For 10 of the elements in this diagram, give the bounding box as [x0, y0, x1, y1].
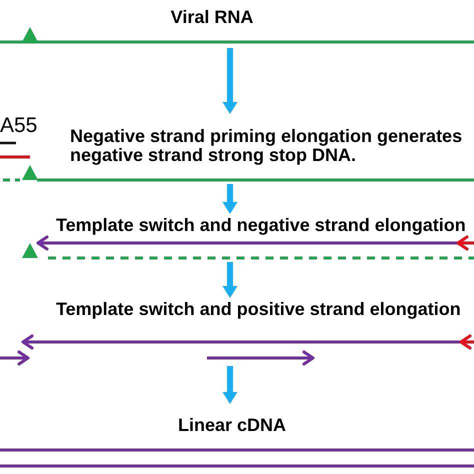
step-text: Linear cDNA: [178, 416, 286, 435]
step-text: Template switch and positive strand elongation: [56, 300, 461, 319]
step-text: Template switch and negative strand elongation: [56, 216, 466, 235]
flow-arrow: [222, 48, 238, 114]
flow-arrow: [222, 366, 238, 404]
step-text: Viral RNA: [170, 8, 254, 27]
flow-arrow: [222, 262, 238, 298]
step-text: Negative strand priming elongation generates negative strand strong stop DNA.: [70, 127, 464, 165]
flow-arrow: [222, 184, 238, 214]
strand-label: A55: [0, 114, 38, 138]
